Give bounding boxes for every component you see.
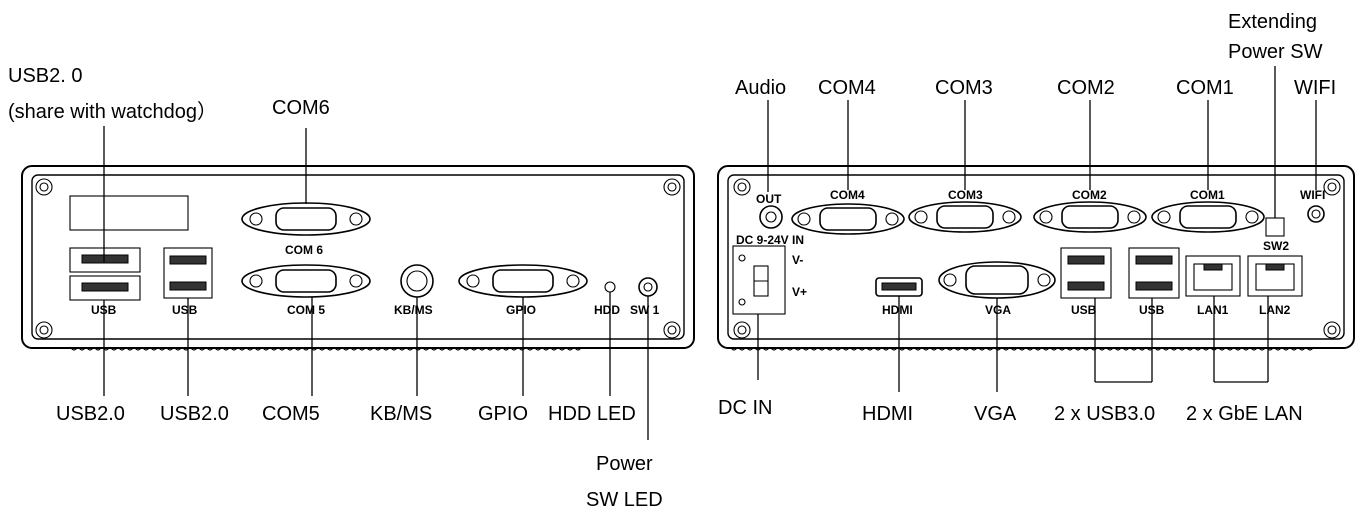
- vga-port-icon: [938, 261, 1056, 299]
- usb-port-b-icon: [163, 247, 213, 299]
- callout-audio: Audio: [735, 77, 786, 99]
- label-sw2: SW2: [1263, 239, 1289, 253]
- label-com6: COM 6: [285, 243, 323, 257]
- label-com2: COM2: [1072, 188, 1107, 202]
- label-sw1: SW 1: [630, 303, 660, 317]
- callout-com3: COM3: [935, 77, 993, 99]
- callout-com5: COM5: [262, 403, 320, 425]
- front-panel: COM 6 USB USB COM 5 KB/MS GPIO HDD SW 1 …: [8, 65, 695, 511]
- com5-connector-icon: [241, 264, 371, 298]
- rear-panel: OUT DC 9-24V IN COM4 COM3 COM2 COM1 SW2 …: [717, 11, 1355, 425]
- label-v-plus: V+: [792, 285, 807, 299]
- label-kbms: KB/MS: [394, 303, 433, 317]
- label-usb-b: USB: [172, 303, 198, 317]
- callout-power-sw-led-2: SW LED: [586, 489, 663, 511]
- callout-vga: VGA: [974, 403, 1017, 425]
- lan1-port-icon: [1185, 255, 1241, 297]
- gpio-connector-icon: [458, 264, 588, 298]
- label-dc-9-24v: DC 9-24V IN: [736, 233, 804, 247]
- rear-panel-inner: [727, 174, 1345, 340]
- label-v-minus: V-: [792, 253, 803, 267]
- callout-power-sw-led-1: Power: [596, 453, 653, 475]
- label-hdd: HDD: [594, 303, 620, 317]
- label-com5: COM 5: [287, 303, 325, 317]
- callout-kbms: KB/MS: [370, 403, 432, 425]
- callout-extending-1: Extending: [1228, 11, 1317, 33]
- com4-connector-icon: [791, 203, 905, 235]
- label-usb-a-rear: USB: [1071, 303, 1097, 317]
- label-com1: COM1: [1190, 188, 1225, 202]
- callout-usb20-a: USB2.0: [56, 403, 125, 425]
- label-out: OUT: [756, 192, 782, 206]
- dc-in-terminal-icon: [732, 245, 786, 315]
- label-lan2: LAN2: [1259, 303, 1291, 317]
- com6-connector-icon: [241, 202, 371, 236]
- callout-gpio: GPIO: [478, 403, 528, 425]
- front-label-plate: [69, 195, 189, 231]
- extending-power-switch-icon: [1265, 217, 1285, 237]
- callout-hdmi: HDMI: [862, 403, 913, 425]
- label-wifi: WIFI: [1300, 188, 1325, 202]
- callout-hdd-led: HDD LED: [548, 403, 636, 425]
- callout-usb20-b: USB2.0: [160, 403, 229, 425]
- hdmi-port-icon: [875, 277, 923, 297]
- callout-gbe-lan: 2 x GbE LAN: [1186, 403, 1303, 425]
- usb30-port-b-icon: [1128, 247, 1180, 299]
- label-lan1: LAN1: [1197, 303, 1229, 317]
- label-hdmi: HDMI: [882, 303, 913, 317]
- audio-out-icon: [759, 205, 783, 229]
- callout-usb-watchdog-2: (share with watchdog）: [8, 100, 217, 123]
- label-com4: COM4: [830, 188, 865, 202]
- kbms-connector-icon: [400, 264, 434, 298]
- front-panel-inner: [31, 174, 685, 340]
- callout-extending-2: Power SW: [1228, 41, 1323, 63]
- usb-port-a-icon: [69, 247, 141, 301]
- callout-usb30: 2 x USB3.0: [1054, 403, 1155, 425]
- front-panel-outline: [21, 165, 695, 349]
- callout-com6: COM6: [272, 97, 330, 119]
- callout-com1: COM1: [1176, 77, 1234, 99]
- usb30-port-a-icon: [1060, 247, 1112, 299]
- com3-connector-icon: [908, 201, 1022, 233]
- callout-usb-watchdog-1: USB2. 0: [8, 65, 82, 87]
- wifi-antenna-icon: [1307, 205, 1325, 223]
- com2-connector-icon: [1033, 201, 1147, 233]
- label-com3: COM3: [948, 188, 983, 202]
- com1-connector-icon: [1151, 201, 1265, 233]
- callout-com4: COM4: [818, 77, 876, 99]
- hdd-led-icon: [604, 281, 616, 293]
- power-switch-icon: [638, 277, 658, 297]
- callout-wifi: WIFI: [1294, 77, 1336, 99]
- callout-dc-in: DC IN: [718, 397, 772, 419]
- lan2-port-icon: [1247, 255, 1303, 297]
- front-screw-icons: [35, 178, 681, 339]
- callout-com2: COM2: [1057, 77, 1115, 99]
- rear-screw-icons: [733, 178, 1341, 339]
- label-vga: VGA: [985, 303, 1011, 317]
- label-gpio: GPIO: [506, 303, 536, 317]
